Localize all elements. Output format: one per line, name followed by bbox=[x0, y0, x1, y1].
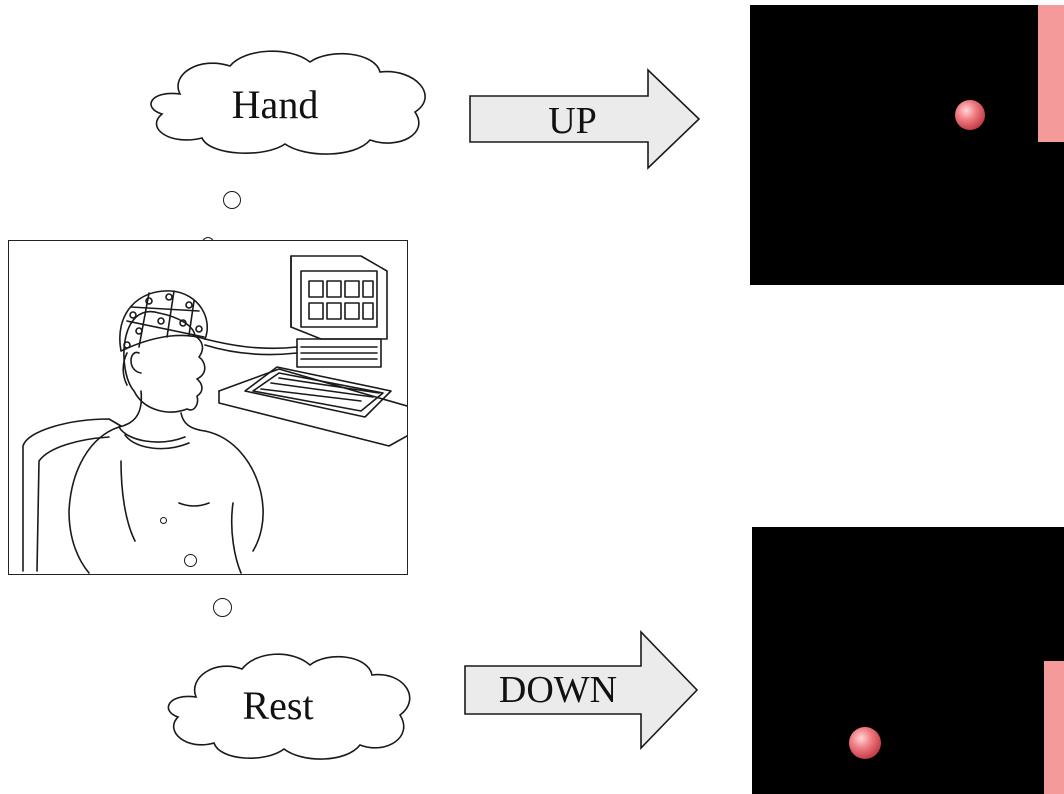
cloud-icon bbox=[167, 653, 411, 760]
thought-cloud-hand bbox=[140, 46, 435, 158]
feedback-screen-down bbox=[752, 527, 1064, 794]
arrow-label-down: DOWN bbox=[498, 669, 618, 711]
right-arrow-icon bbox=[464, 630, 699, 750]
cursor-ball bbox=[849, 727, 881, 759]
feedback-screen-up bbox=[750, 5, 1064, 285]
target-bar-bottom bbox=[1044, 661, 1064, 794]
thought-label-rest: Rest bbox=[242, 683, 314, 728]
person-eeg-illustration bbox=[8, 240, 408, 575]
thought-cloud-rest bbox=[160, 647, 415, 765]
person-with-eeg-cap-icon bbox=[22, 255, 407, 574]
thought-bubble bbox=[223, 191, 241, 209]
cloud-icon bbox=[150, 50, 426, 155]
arrow-up-command bbox=[468, 68, 702, 170]
thought-bubble bbox=[184, 554, 197, 567]
arrow-label-up: UP bbox=[548, 100, 597, 142]
thought-bubble bbox=[160, 517, 167, 524]
thought-label-hand: Hand bbox=[231, 82, 319, 127]
target-bar-top bbox=[1038, 5, 1064, 142]
cursor-ball bbox=[955, 100, 985, 130]
thought-bubble bbox=[213, 598, 232, 617]
arrow-down-command bbox=[463, 630, 700, 750]
right-arrow-icon bbox=[469, 68, 701, 170]
